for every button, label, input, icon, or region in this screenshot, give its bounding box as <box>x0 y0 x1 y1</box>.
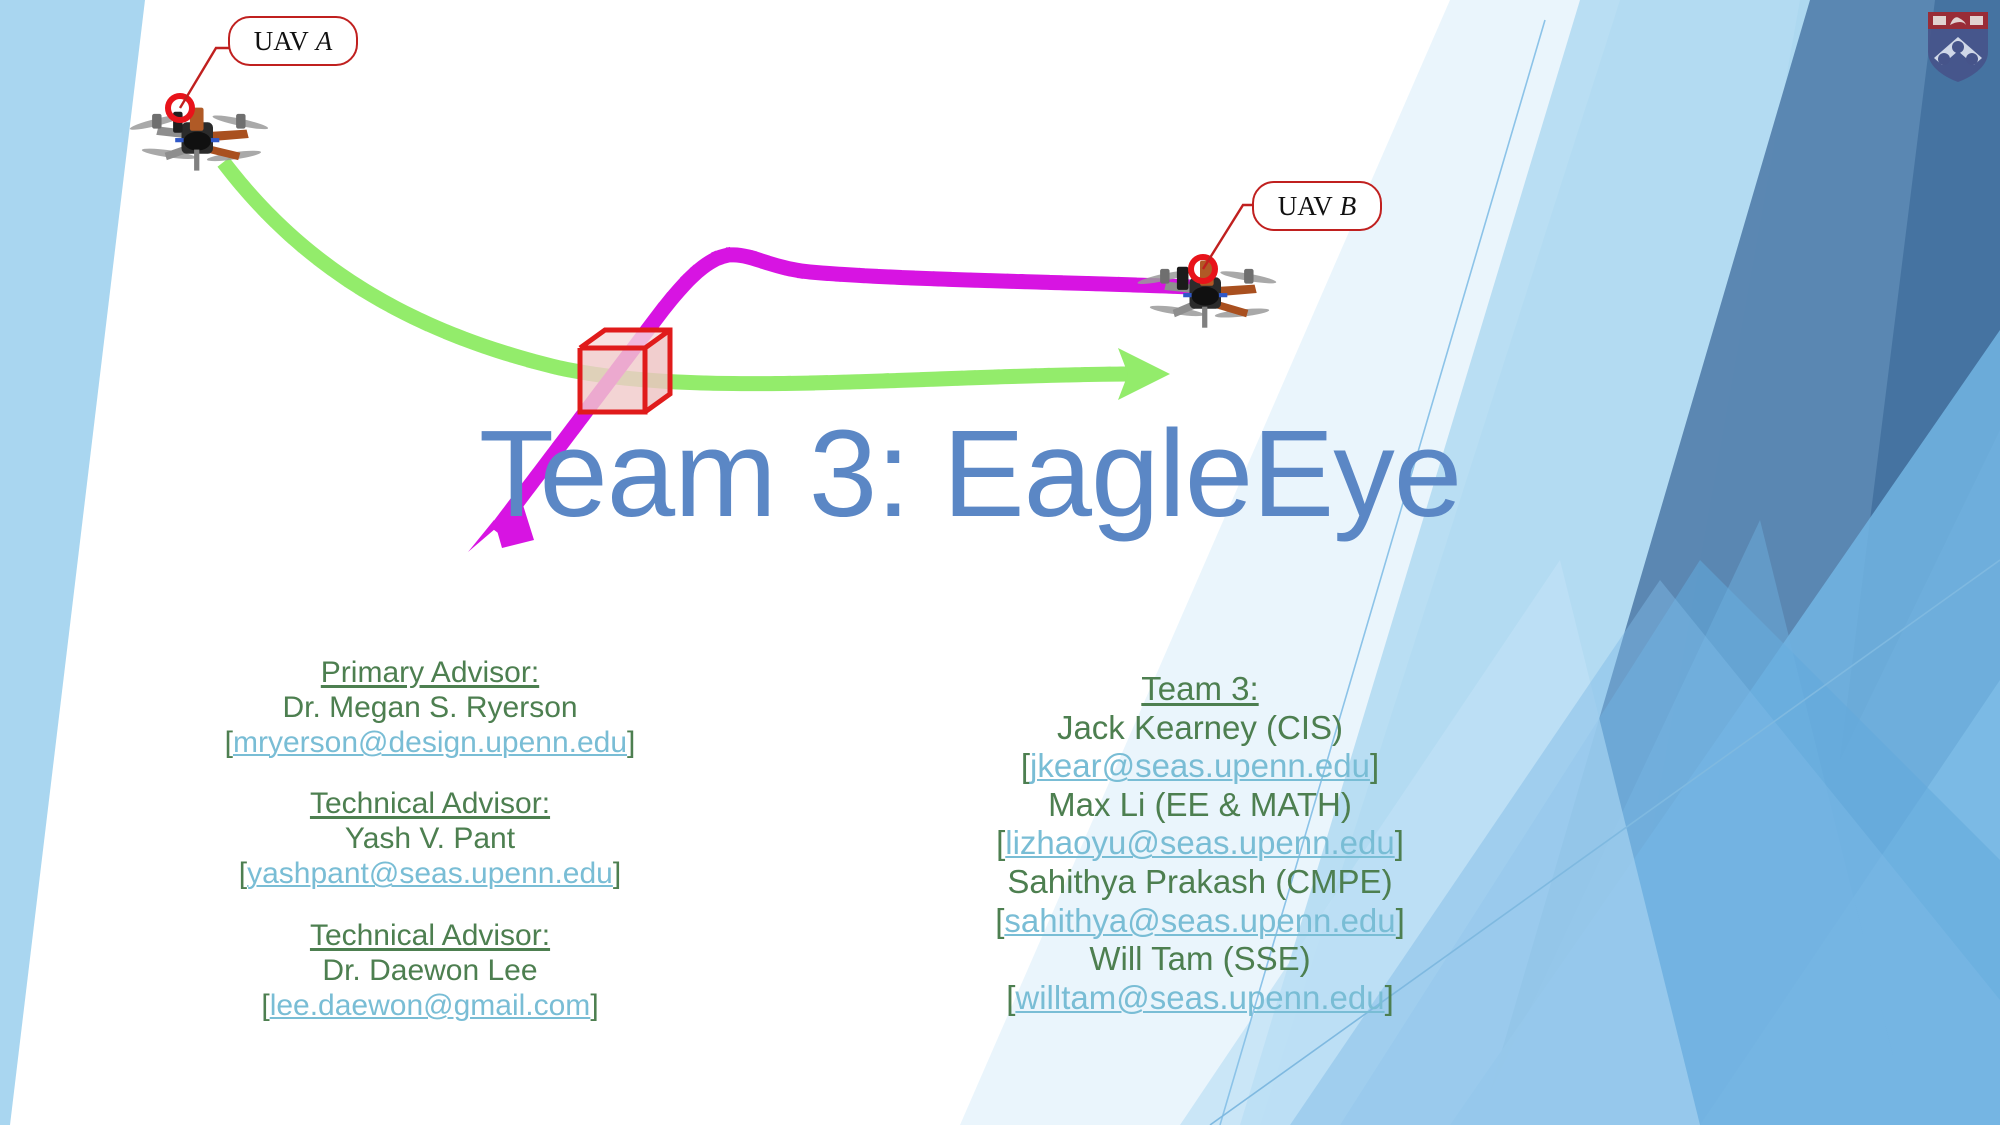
uav-b-battery <box>1176 266 1189 290</box>
penn-shield-logo <box>1928 12 1988 82</box>
uav-b-callout-var: B <box>1339 190 1357 221</box>
bracket-close: ] <box>1394 824 1404 862</box>
uav-a-trajectory-arrowhead <box>1118 348 1170 400</box>
bracket-open: [ <box>996 824 1006 862</box>
cube-face-front <box>580 348 645 412</box>
uav-b-led-right <box>1218 293 1228 298</box>
uav-b-motor-nw <box>1160 268 1170 284</box>
advisor-email: [mryerson@design.upenn.edu] <box>120 725 740 760</box>
bracket-open: [ <box>238 857 248 891</box>
uav-b-trajectory-arrowhead <box>468 505 534 552</box>
email-link[interactable]: jkear@seas.upenn.edu <box>1030 747 1370 785</box>
advisor-role-heading: Primary Advisor: <box>320 656 540 689</box>
shield-circle-top <box>1952 41 1964 53</box>
email-link[interactable]: lizhaoyu@seas.upenn.edu <box>1005 824 1395 862</box>
team-member-name: Max Li (EE & MATH) <box>1048 785 1352 823</box>
email-link[interactable]: willtam@seas.upenn.edu <box>1015 978 1385 1016</box>
uav-b-callout-label: UAV B <box>1252 181 1382 231</box>
bracket-close: ] <box>590 988 599 1022</box>
email-link[interactable]: mryerson@design.upenn.edu <box>232 726 628 760</box>
advisor-block: Primary Advisor:Dr. Megan S. Ryerson[mry… <box>120 655 740 760</box>
uav-b-leg <box>1202 306 1208 328</box>
advisor-name: Dr. Megan S. Ryerson <box>282 691 578 725</box>
bracket-close: ] <box>1395 901 1405 939</box>
email-link[interactable]: lee.daewon@gmail.com <box>269 988 591 1022</box>
bracket-close: ] <box>612 857 622 891</box>
bracket-open: [ <box>1020 747 1031 785</box>
uav-a-callout-label: UAV A <box>228 16 358 66</box>
shield-circle-left <box>1938 53 1950 65</box>
uav-a-motor-nw <box>152 113 162 129</box>
uav-b-drone <box>1137 260 1277 328</box>
advisor-block: Technical Advisor:Dr. Daewon Lee[lee.dae… <box>120 918 740 1023</box>
uav-b-trajectory-path <box>489 247 1198 536</box>
shield-circle-right <box>1966 53 1978 65</box>
uav-a-led-right <box>210 138 220 143</box>
bracket-open: [ <box>1006 978 1016 1016</box>
advisor-role-heading: Technical Advisor: <box>309 787 551 821</box>
uav-b-position-marker <box>1188 254 1218 284</box>
advisor-email: [lee.daewon@gmail.com] <box>120 988 740 1023</box>
advisors-column: Primary Advisor:Dr. Megan S. Ryerson[mry… <box>120 655 740 1023</box>
obstacle-cube <box>577 327 673 415</box>
uav-b-callout-prefix: UAV <box>1277 190 1333 221</box>
team-member-email: [lizhaoyu@seas.upenn.edu] <box>890 824 1510 863</box>
team-heading: Team 3: <box>1141 670 1259 707</box>
cube-edge-right <box>643 327 672 351</box>
team-column: Team 3:Jack Kearney (CIS)[jkear@seas.upe… <box>890 670 1510 1017</box>
uav-a-callout-prefix: UAV <box>253 25 309 56</box>
bracket-open: [ <box>995 901 1005 939</box>
team-member-email: [jkear@seas.upenn.edu] <box>890 747 1510 786</box>
uav-a-led-left <box>175 138 184 143</box>
team-member-name: Will Tam (SSE) <box>1089 940 1311 978</box>
uav-a-motor-ne <box>236 113 246 129</box>
uav-a-drone <box>129 107 269 171</box>
uav-a-callout-var: A <box>315 25 333 56</box>
bracket-close: ] <box>1369 747 1380 785</box>
uav-a-leg <box>194 149 200 171</box>
shield-dolphin <box>1950 17 1966 25</box>
advisor-name: Dr. Daewon Lee <box>322 953 538 987</box>
team-member-name: Jack Kearney (CIS) <box>1056 708 1344 746</box>
bracket-close: ] <box>627 726 636 760</box>
bracket-open: [ <box>224 726 233 760</box>
advisor-block: Technical Advisor:Yash V. Pant[yashpant@… <box>120 786 740 891</box>
uav-a-trajectory-path <box>217 157 1136 392</box>
slide-title: Team 3: EagleEye <box>478 406 1462 543</box>
bracket-close: ] <box>1384 978 1394 1016</box>
cube-face-side <box>645 330 670 412</box>
bracket-open: [ <box>261 988 270 1022</box>
team-member-email: [sahithya@seas.upenn.edu] <box>890 902 1510 941</box>
uav-a-hub <box>183 131 211 151</box>
advisor-role-heading: Technical Advisor: <box>309 918 551 952</box>
email-link[interactable]: sahithya@seas.upenn.edu <box>1004 901 1396 939</box>
uav-b-led-left <box>1183 293 1192 298</box>
advisor-email: [yashpant@seas.upenn.edu] <box>120 856 740 891</box>
shield-book-left <box>1933 16 1946 25</box>
advisor-name: Yash V. Pant <box>344 822 516 856</box>
team-member-name: Sahithya Prakash (CMPE) <box>1007 863 1393 901</box>
uav-b-hub <box>1191 286 1219 306</box>
uav-a-position-marker <box>165 93 195 123</box>
shield-book-right <box>1970 16 1983 25</box>
team-member-email: [willtam@seas.upenn.edu] <box>890 979 1510 1018</box>
uav-b-motor-ne <box>1244 268 1254 284</box>
email-link[interactable]: yashpant@seas.upenn.edu <box>247 857 613 891</box>
